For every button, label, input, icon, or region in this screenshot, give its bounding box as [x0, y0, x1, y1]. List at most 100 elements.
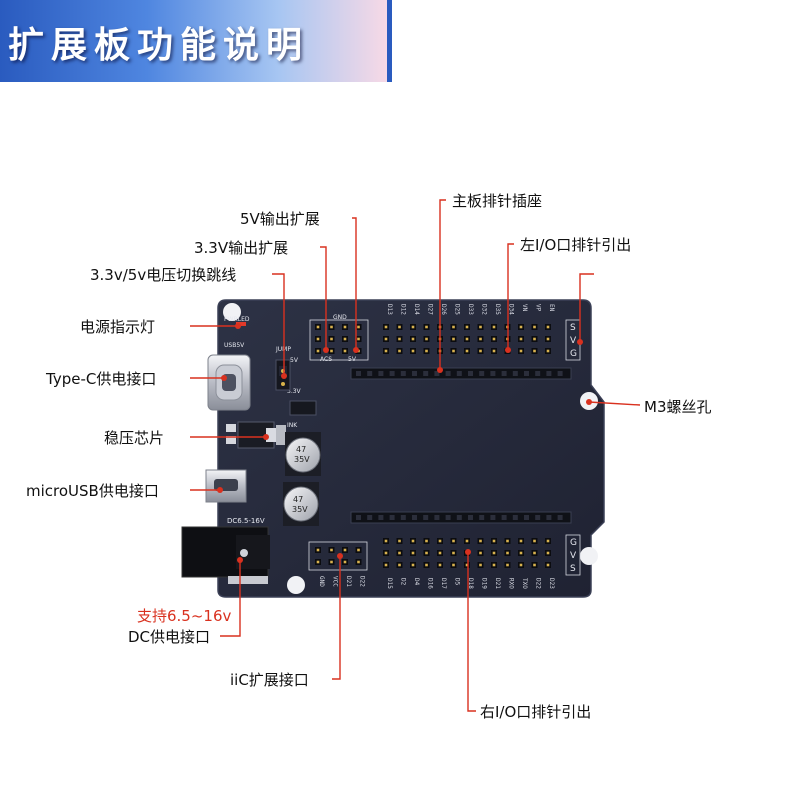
pin-tip: [411, 325, 415, 329]
pin-tip: [506, 539, 509, 543]
pin-tip: [411, 551, 415, 555]
pin-tip: [384, 337, 388, 341]
pin-tip: [316, 560, 320, 564]
socket-hole: [356, 515, 361, 520]
socket-hole: [378, 371, 384, 376]
callout-right-io: 右I/O口排针引出: [480, 703, 592, 721]
pin-tip: [411, 563, 415, 567]
pin-tip: [357, 548, 360, 552]
callout-typec: Type-C供电接口: [46, 370, 157, 388]
socket-hole: [524, 515, 529, 520]
pin-tip: [452, 539, 455, 543]
pin-tip: [316, 325, 320, 329]
pin-tip: [519, 551, 523, 555]
pin-tip: [438, 551, 442, 555]
socket-hole: [412, 515, 417, 520]
left-io-pin-header: [383, 324, 551, 354]
pin-tip: [452, 551, 455, 555]
pin-tip: [398, 337, 401, 341]
silk-acs: ACS: [320, 356, 332, 363]
pin-label: D22: [359, 576, 366, 587]
callout-left-io: 左I/O口排针引出: [520, 236, 632, 254]
socket-hole: [535, 515, 541, 520]
pin-tip: [330, 337, 333, 341]
pin-label: D32: [481, 304, 488, 315]
pin-tip: [519, 349, 523, 353]
pin-tip: [452, 563, 455, 567]
pin-tip: [492, 337, 496, 341]
pin-tip: [425, 337, 428, 341]
pin-tip: [425, 551, 428, 555]
socket-hole: [445, 371, 451, 376]
main-header-sockets: [350, 367, 572, 524]
pin-tip: [398, 349, 401, 353]
pin-tip: [479, 563, 482, 567]
socket-hole: [490, 515, 496, 520]
socket-hole: [546, 515, 552, 520]
pin-tip: [546, 325, 550, 329]
pin-label: D15: [386, 578, 393, 589]
pin-tip: [479, 551, 482, 555]
pin-tip: [479, 349, 482, 353]
pin-label: GND: [318, 576, 325, 587]
pin-tip: [438, 539, 442, 543]
capacitor-2: 47 35V: [283, 482, 319, 526]
socket-hole: [434, 515, 440, 520]
callout-33v-output: 3.3V输出扩展: [194, 239, 289, 257]
title-banner: 扩展板功能说明: [0, 0, 392, 82]
pin-tip: [533, 325, 536, 329]
pin-label: D25: [454, 304, 461, 315]
pin-tip: [384, 539, 388, 543]
cap2-label: 47: [293, 495, 303, 504]
typec-connector: [207, 354, 251, 411]
pin-label: D4: [413, 578, 420, 586]
socket-hole: [400, 371, 406, 376]
pin-tip: [492, 551, 496, 555]
silk-s-bottom: S: [570, 564, 576, 574]
pin-tip: [398, 539, 401, 543]
m3-mounting-holes: [223, 303, 598, 594]
cap2-rating: 35V: [292, 505, 308, 514]
socket-hole: [512, 371, 518, 376]
pin-tip: [546, 349, 550, 353]
silk-jump-33v: 3.3V: [287, 388, 302, 395]
pin-tip: [384, 563, 388, 567]
pin-tip: [452, 349, 455, 353]
callout-5v-output: 5V输出扩展: [240, 210, 320, 228]
pin-label: D21: [494, 578, 501, 589]
pin-tip: [533, 563, 536, 567]
pin-tip: [438, 563, 442, 567]
pin-label: D17: [440, 578, 447, 589]
pin-tip: [465, 325, 469, 329]
pin-label: D22: [535, 578, 542, 589]
socket-hole: [501, 515, 507, 520]
pin-tip: [330, 349, 333, 353]
pin-tip: [479, 337, 482, 341]
socket-hole: [356, 371, 361, 376]
pin-tip: [343, 560, 347, 564]
pin-label: D14: [413, 304, 420, 315]
socket-hole: [445, 515, 451, 520]
socket-hole: [546, 371, 552, 376]
callout-dc-voltage-range: 支持6.5~16v: [137, 607, 232, 625]
pin-label: D26: [440, 304, 447, 315]
page-title: 扩展板功能说明: [8, 25, 310, 66]
pin-tip: [330, 548, 333, 552]
socket-hole: [535, 371, 541, 376]
callout-microusb: microUSB供电接口: [26, 482, 159, 500]
pin-tip: [519, 325, 523, 329]
socket-hole: [367, 371, 373, 376]
pin-label: D16: [427, 578, 434, 589]
pin-tip: [479, 539, 482, 543]
callout-iic: iiC扩展接口: [230, 671, 309, 689]
callout-power-led: 电源指示灯: [80, 318, 156, 336]
socket-hole: [479, 371, 485, 376]
silk-5v: 5V: [348, 356, 357, 363]
pin-tip: [519, 539, 523, 543]
silk-g-top: G: [570, 349, 577, 359]
silk-pwrled: PWRLED: [224, 316, 250, 323]
pin-label: TXO: [521, 578, 528, 589]
socket-hole: [378, 515, 384, 520]
socket-hole: [423, 515, 429, 520]
